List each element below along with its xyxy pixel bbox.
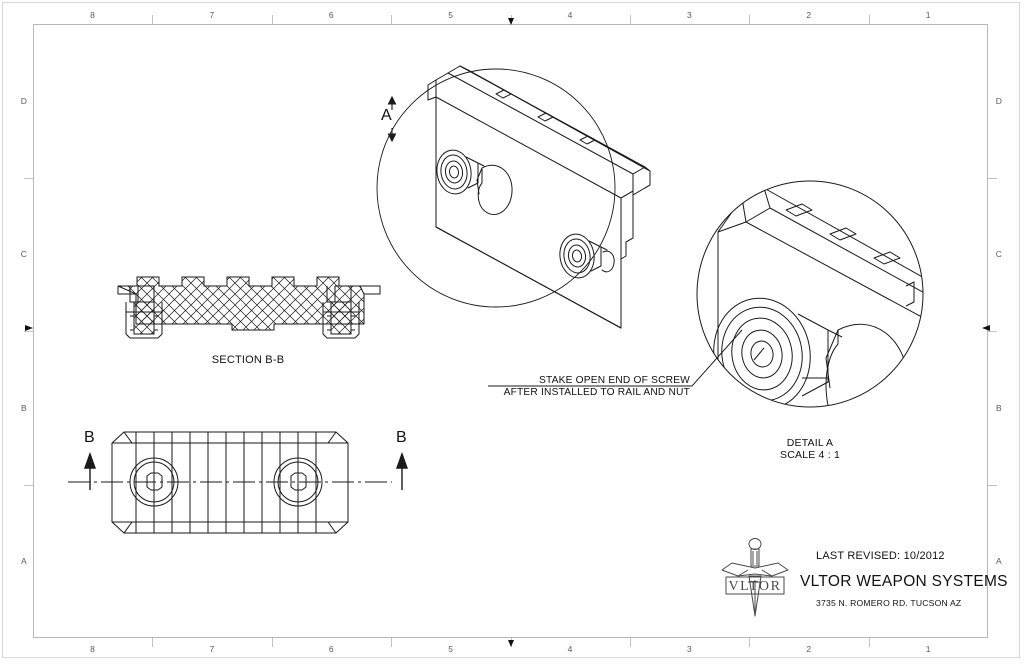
section-arrow-right [392,451,412,492]
zone-column-6-top: 6 [328,10,334,20]
stake-note-line-1: STAKE OPEN END OF SCREW [538,375,690,386]
zone-row-D-right: D [995,95,1003,106]
zone-tick-row [24,484,33,486]
zone-tick-column [868,638,870,647]
zone-tick-column [868,15,870,24]
zone-column-1-bottom: 1 [925,644,931,654]
section-arrow-left [80,451,100,492]
zone-column-5-top: 5 [448,10,454,20]
zone-column-1-top: 1 [925,10,931,20]
plan-view [68,430,392,535]
zone-column-5-bottom: 5 [448,644,454,654]
zone-row-D-left: D [20,95,28,106]
zone-tick-column [749,15,751,24]
zone-row-A-right: A [996,556,1002,567]
zone-column-3-bottom: 3 [687,644,693,654]
zone-row-A-left: A [21,556,27,567]
detail-marker-a-label: A [381,107,392,124]
section-bb-view [114,272,386,354]
center-mark-left [25,325,33,331]
zone-tick-column [629,15,631,24]
last-revised-text: LAST REVISED: 10/2012 [816,550,945,562]
zone-column-7-top: 7 [209,10,215,20]
zone-tick-column [271,15,273,24]
title-block: VLTOR LAST REVISED: 10/2012 VLTOR WEAPON… [718,536,1008,618]
detail-a-scale: SCALE 4 : 1 [780,449,840,461]
detail-marker-a-arrows [376,95,408,144]
center-mark-bottom [508,640,514,647]
detail-a-view [690,180,930,412]
zone-column-3-top: 3 [687,10,693,20]
zone-column-2-top: 2 [806,10,812,20]
zone-column-2-bottom: 2 [806,644,812,654]
zone-row-C-left: C [20,249,28,260]
company-name-text: VLTOR WEAPON SYSTEMS [800,573,1008,590]
section-letter-b-left: B [84,429,95,446]
zone-column-6-bottom: 6 [328,644,334,654]
zone-tick-column [152,638,154,647]
stake-note-line-2: AFTER INSTALLED TO RAIL AND NUT [503,387,690,398]
zone-tick-column [271,638,273,647]
company-address-text: 3735 N. ROMERO RD. TUCSON AZ [816,598,962,608]
section-letter-b-right: B [396,429,407,446]
zone-column-4-bottom: 4 [567,644,573,654]
zone-row-B-left: B [21,402,27,413]
vltor-logo-icon: VLTOR [718,536,792,618]
zone-tick-column [749,638,751,647]
zone-column-8-top: 8 [90,10,96,20]
zone-tick-column [391,15,393,24]
isometric-view [376,52,668,329]
zone-row-B-right: B [996,402,1002,413]
zone-column-8-bottom: 8 [90,644,96,654]
stake-note-leader [480,326,750,392]
detail-a-title: DETAIL A [786,437,834,449]
vltor-logo-text: VLTOR [728,579,781,594]
section-bb-label: SECTION B-B [211,354,285,366]
zone-tick-column [629,638,631,647]
zone-column-7-bottom: 7 [209,644,215,654]
zone-tick-column [152,15,154,24]
zone-tick-row [24,331,33,332]
center-mark-right [982,325,990,331]
center-mark-top [508,18,514,25]
zone-tick-column [391,638,393,647]
zone-tick-row [24,177,33,179]
zone-row-C-right: C [995,249,1003,260]
zone-tick-row [988,484,997,486]
zone-column-4-top: 4 [567,10,573,20]
zone-tick-row [988,177,997,179]
zone-tick-row [988,331,997,332]
